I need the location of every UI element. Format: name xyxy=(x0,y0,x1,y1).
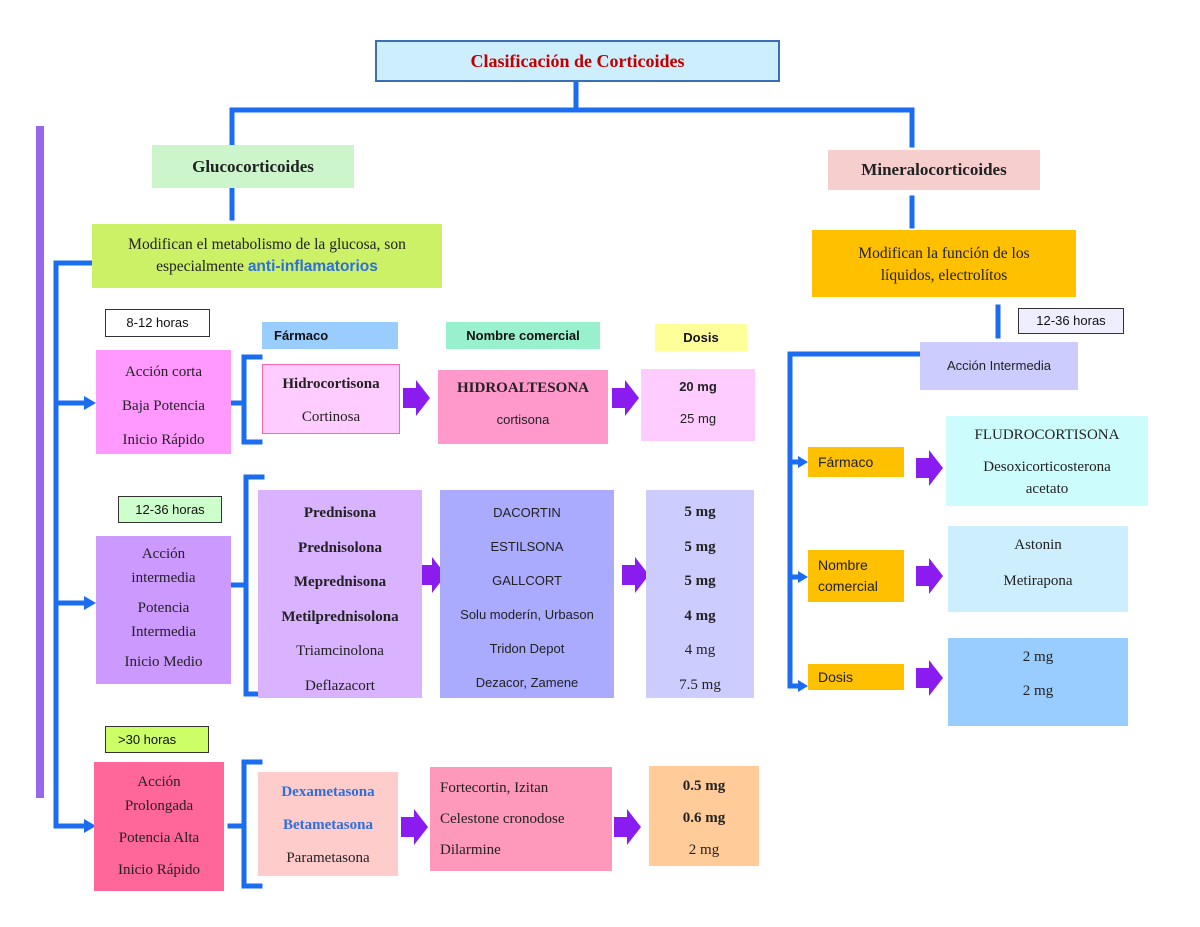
gluco-desc-text: Modifican el metabolismo de la glucosa, … xyxy=(128,236,406,275)
gluco-desc-highlight: anti-inflamatorios xyxy=(247,258,378,275)
mineral-action-box: Acción Intermedia xyxy=(920,342,1078,390)
mineral-brand-1: Astonin xyxy=(1014,537,1062,553)
group2-dose-1: 5 mg xyxy=(684,504,716,520)
group2-drugs-box: Prednisona Prednisolona Meprednisona Met… xyxy=(258,490,422,698)
group2-drug-4: Metilprednisolona xyxy=(281,608,399,625)
group1-dose-2: 25 mg xyxy=(679,411,717,426)
group3-drug-2: Betametasona xyxy=(283,817,373,833)
group2-brand-3: GALLCORT xyxy=(492,573,562,588)
group2-dose-2: 5 mg xyxy=(684,538,716,555)
group3-drug-3: Parametasona xyxy=(286,850,370,866)
group3-brand-2: Celestone cronodose xyxy=(440,811,565,827)
header-farmaco: Fármaco xyxy=(262,322,398,349)
group3-brand-3: Dilarmine xyxy=(440,842,501,858)
group3-doses-box: 0.5 mg 0.6 mg 2 mg xyxy=(649,766,759,866)
mineral-duration-tag: 12-36 horas xyxy=(1018,308,1124,334)
group3-prop-1: Acción Prolongada xyxy=(124,774,194,814)
group2-brand-6: Dezacor, Zamene xyxy=(475,675,579,690)
group2-brands-box: DACORTIN ESTILSONA GALLCORT Solu moderín… xyxy=(440,490,614,698)
group3-brands-box: Fortecortin, Izitan Celestone cronodose … xyxy=(430,767,612,871)
group2-drug-1: Prednisona xyxy=(303,505,377,521)
group2-brand-2: ESTILSONA xyxy=(490,539,564,554)
group2-brand-1: DACORTIN xyxy=(493,505,561,520)
group2-dose-5: 4 mg xyxy=(684,642,716,658)
group1-prop-1: Acción corta xyxy=(124,364,203,380)
group1-drug-2: Cortinosa xyxy=(301,409,361,425)
group2-duration-tag: 12-36 horas xyxy=(118,496,222,523)
group3-prop-2: Potencia Alta xyxy=(118,830,200,846)
group1-brand-2: cortisona xyxy=(496,412,550,427)
mineral-drug-1: FLUDROCORTISONA xyxy=(974,427,1120,443)
mineralocorticoides-description: Modifican la función de los líquidos, el… xyxy=(812,230,1076,297)
group3-duration-tag: >30 horas xyxy=(105,726,209,753)
mineral-drug-2: Desoxicorticosterona acetato xyxy=(983,459,1111,497)
group1-prop-2: Baja Potencia xyxy=(122,398,205,414)
header-nombre-comercial: Nombre comercial xyxy=(446,322,600,349)
group2-drug-2: Prednisolona xyxy=(298,539,382,556)
header-dosis: Dosis xyxy=(655,324,747,351)
group3-prop-3: Inicio Rápido xyxy=(117,862,201,878)
group2-props-box: Acción intermedia Potencia Intermedia In… xyxy=(96,536,231,684)
mineral-label-farmaco: Fármaco xyxy=(808,447,904,477)
group3-drugs-box: Dexametasona Betametasona Parametasona xyxy=(258,772,398,876)
glucocorticoides-header: Glucocorticoides xyxy=(152,145,354,188)
group1-brand-1: HIDROALTESONA xyxy=(457,380,589,396)
group3-brand-1: Fortecortin, Izitan xyxy=(440,780,549,796)
group2-prop-1: Acción intermedia xyxy=(131,546,196,586)
group3-drug-1: Dexametasona xyxy=(281,784,375,800)
group1-prop-3: Inicio Rápido xyxy=(122,432,205,448)
mineral-drugs-box: FLUDROCORTISONA Desoxicorticosterona ace… xyxy=(946,416,1148,506)
mineral-label-dosis: Dosis xyxy=(808,664,904,690)
group1-dose-1: 20 mg xyxy=(679,379,717,394)
mineral-dose-2: 2 mg xyxy=(1022,683,1054,699)
group3-props-box: Acción Prolongada Potencia Alta Inicio R… xyxy=(94,762,224,891)
group2-prop-3: Inicio Medio xyxy=(124,654,203,670)
group2-prop-2: Potencia Intermedia xyxy=(131,600,196,640)
group1-doses-box: 20 mg 25 mg xyxy=(641,369,755,441)
glucocorticoides-description: Modifican el metabolismo de la glucosa, … xyxy=(92,224,442,288)
group3-dose-2: 0.6 mg xyxy=(682,810,726,826)
group1-drugs-box: Hidrocortisona Cortinosa xyxy=(262,364,400,434)
group2-dose-3: 5 mg xyxy=(684,573,716,589)
diagram-title: Clasificación de Corticoides xyxy=(375,40,780,82)
mineral-doses-box: 2 mg 2 mg xyxy=(948,638,1128,726)
group2-doses-box: 5 mg 5 mg 5 mg 4 mg 4 mg 7.5 mg xyxy=(646,490,754,698)
mineral-dose-1: 2 mg xyxy=(1022,649,1054,665)
mineral-brands-box: Astonin Metirapona xyxy=(948,526,1128,612)
group2-dose-6: 7.5 mg xyxy=(679,676,721,693)
group2-dose-4: 4 mg xyxy=(684,607,716,624)
group2-drug-3: Meprednisona xyxy=(293,574,387,590)
group2-brand-5: Tridon Depot xyxy=(489,641,565,656)
group3-dose-3: 2 mg xyxy=(688,842,720,858)
group1-props-box: Acción corta Baja Potencia Inicio Rápido xyxy=(96,350,231,454)
group2-drug-6: Deflazacort xyxy=(305,677,375,694)
mineral-label-nombre-comercial: Nombre comercial xyxy=(808,550,904,602)
group1-duration-tag: 8-12 horas xyxy=(105,309,210,337)
group1-drug-1: Hidrocortisona xyxy=(282,376,380,392)
group2-drug-5: Triamcinolona xyxy=(296,643,384,659)
group2-brand-4: Solu moderín, Urbason xyxy=(460,607,594,622)
group3-dose-1: 0.5 mg xyxy=(682,778,726,794)
group1-brands-box: HIDROALTESONA cortisona xyxy=(438,370,608,444)
mineral-brand-2: Metirapona xyxy=(1003,573,1073,589)
mineralocorticoides-header: Mineralocorticoides xyxy=(828,150,1040,190)
